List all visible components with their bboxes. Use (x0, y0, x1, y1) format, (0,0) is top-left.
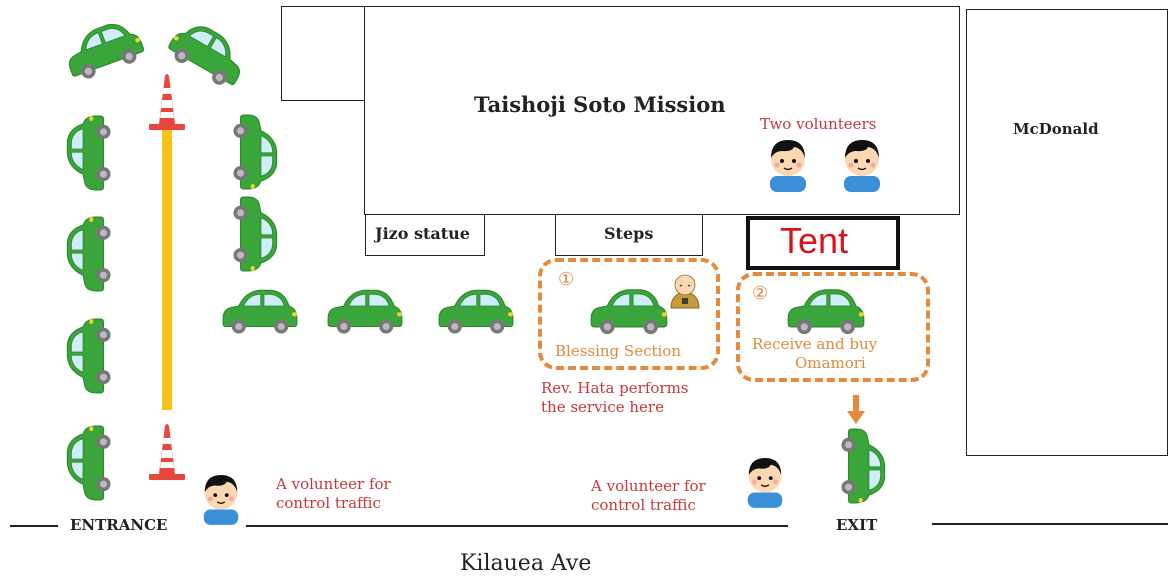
traffic-volunteer-left-icon (198, 468, 244, 528)
steps-box (555, 214, 703, 256)
omamori-label-line2: Omamori (795, 354, 866, 372)
traffic-volunteer-left-line1: A volunteer for (276, 475, 391, 493)
volunteer-1-icon (764, 134, 812, 194)
traffic-volunteer-left-line2: control traffic (276, 494, 381, 512)
steps-label: Steps (604, 224, 654, 243)
tent-box (746, 216, 900, 270)
mcdonald-label: McDonald (1013, 120, 1099, 138)
traffic-volunteer-right-icon (742, 451, 788, 511)
car-icon (61, 214, 113, 294)
traffic-volunteer-right-line1: A volunteer for (591, 477, 706, 495)
car-icon (588, 284, 670, 336)
two-volunteers-label: Two volunteers (760, 115, 877, 133)
car-icon (61, 113, 113, 193)
priest-icon (668, 272, 702, 310)
lane-divider (162, 128, 172, 410)
car-icon (231, 194, 283, 274)
jizo-statue-label: Jizo statue (375, 224, 470, 243)
exit-label: EXIT (836, 516, 878, 534)
mcdonald-building (966, 9, 1168, 456)
tent-label: Tent (780, 220, 849, 261)
omamori-section-area (736, 272, 930, 382)
car-icon (839, 426, 891, 506)
car-icon (61, 316, 113, 396)
street-name: Kilauea Ave (460, 551, 592, 576)
car-icon (785, 284, 867, 336)
road-edge-left (10, 525, 58, 527)
entrance-label: ENTRANCE (70, 516, 168, 534)
blessing-section-label: Blessing Section (555, 342, 681, 360)
road-edge-middle (246, 525, 788, 527)
mission-label: Taishoji Soto Mission (474, 92, 726, 117)
road-edge-right (932, 523, 1168, 525)
traffic-cone-bottom-icon (147, 420, 187, 480)
blessing-note-line1: Rev. Hata performs (541, 379, 689, 397)
annex-building (281, 6, 365, 101)
traffic-cone-top-icon (147, 70, 187, 130)
car-icon (325, 284, 405, 336)
exit-arrow-icon (846, 395, 866, 425)
car-icon (436, 284, 516, 336)
omamori-section-number: ② (752, 283, 769, 304)
traffic-volunteer-right-line2: control traffic (591, 496, 696, 514)
car-icon (231, 112, 283, 192)
volunteer-2-icon (838, 134, 886, 194)
blessing-section-area (538, 258, 720, 370)
blessing-section-number: ① (558, 269, 575, 290)
blessing-note-line2: the service here (541, 398, 664, 416)
car-icon (61, 423, 113, 503)
omamori-label-line1: Receive and buy (752, 335, 878, 353)
jizo-statue-box (365, 214, 485, 256)
car-icon (220, 284, 300, 336)
